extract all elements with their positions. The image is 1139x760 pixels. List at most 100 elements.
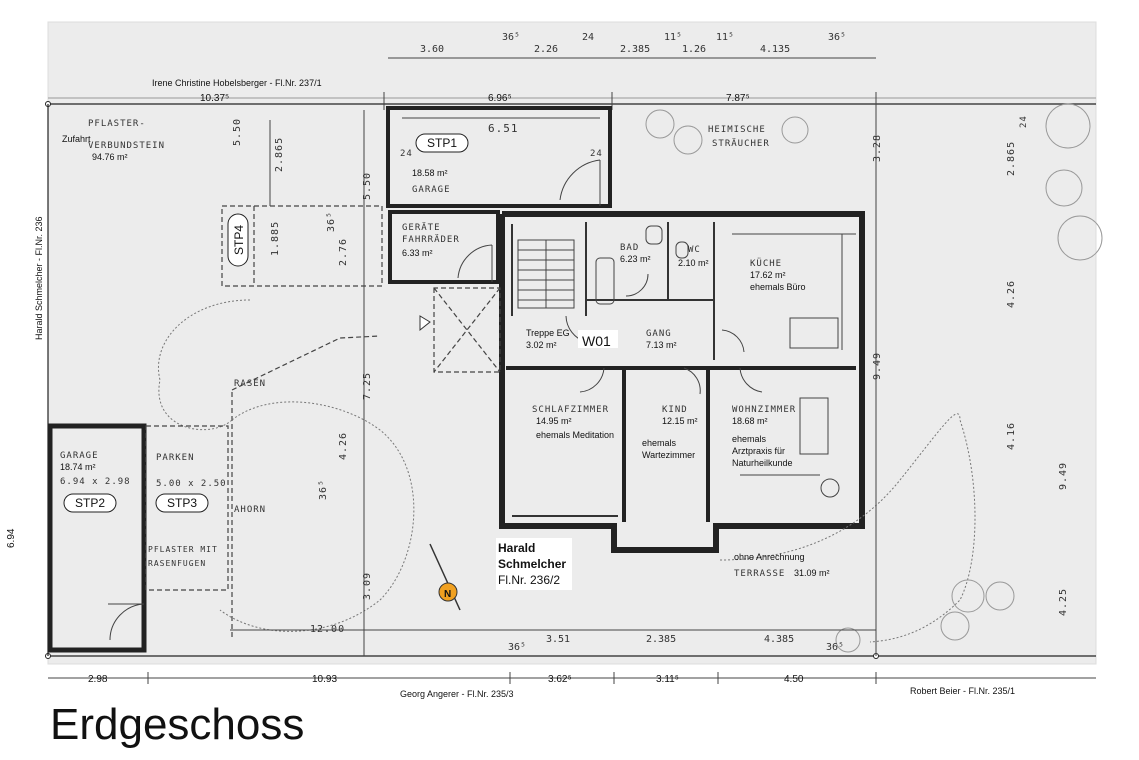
svg-text:BAD: BAD xyxy=(620,243,639,253)
svg-text:STRÄUCHER: STRÄUCHER xyxy=(712,138,770,149)
svg-text:7.25: 7.25 xyxy=(362,372,373,400)
terrasse-note: ohne Anrechnung xyxy=(734,552,805,562)
svg-text:2.385: 2.385 xyxy=(620,44,650,55)
w01-label: W01 xyxy=(582,333,611,349)
svg-text:24: 24 xyxy=(400,149,413,159)
dim-bottom-3: 3.62⁵ xyxy=(548,674,572,685)
parking-stp3: PARKEN 5.00 x 2.50 STP3 PFLASTER MIT RAS… xyxy=(145,425,229,591)
svg-text:WC: WC xyxy=(688,245,701,255)
page-title: Erdgeschoss xyxy=(50,700,305,749)
kind-area: 12.15 m² xyxy=(662,416,698,426)
svg-text:SCHLAFZIMMER: SCHLAFZIMMER xyxy=(532,405,609,415)
svg-text:FAHRRÄDER: FAHRRÄDER xyxy=(402,234,460,245)
stp3-label: STP3 xyxy=(167,496,197,510)
svg-text:GERÄTE: GERÄTE xyxy=(402,222,441,233)
svg-text:3.60: 3.60 xyxy=(420,44,444,55)
svg-text:24: 24 xyxy=(1019,115,1029,128)
dim-bottom-5: 4.50 xyxy=(784,674,804,685)
svg-text:PFLASTER-: PFLASTER- xyxy=(88,119,146,129)
wohnzimmer-note-2: Arztpraxis für xyxy=(732,446,785,456)
svg-text:36⁵: 36⁵ xyxy=(326,211,337,232)
zufahrt-area: 94.76 m² xyxy=(92,152,128,162)
svg-text:HEIMISCHE: HEIMISCHE xyxy=(708,125,766,135)
neighbor-bottom-right: Robert Beier - Fl.Nr. 235/1 xyxy=(910,686,1015,696)
svg-text:4.16: 4.16 xyxy=(1006,422,1017,450)
svg-text:4.25: 4.25 xyxy=(1058,588,1069,616)
svg-text:2.865: 2.865 xyxy=(1006,141,1017,176)
kueche-note: ehemals Büro xyxy=(750,282,806,292)
geraete-area: 6.33 m² xyxy=(402,248,433,258)
boundary-bottom xyxy=(45,653,1096,684)
svg-text:RASENFUGEN: RASENFUGEN xyxy=(148,559,206,568)
svg-text:5.00 x 2.50: 5.00 x 2.50 xyxy=(156,479,227,489)
stp4-label: STP4 xyxy=(232,225,246,255)
house-walls xyxy=(499,211,865,553)
scan-dims-bottom: 12.00 36⁵ 3.51 2.385 4.385 36⁵ xyxy=(230,624,876,653)
svg-text:GANG: GANG xyxy=(646,329,672,339)
treppe-area: 3.02 m² xyxy=(526,340,557,350)
garage-stp2: GARAGE 18.74 m² 6.94 x 2.98 STP2 xyxy=(47,423,147,653)
owner-line-2: Schmelcher xyxy=(498,557,566,571)
svg-text:4.135: 4.135 xyxy=(760,44,790,55)
terrasse-area: 31.09 m² xyxy=(794,568,830,578)
dim-bottom-2: 10.93 xyxy=(312,674,337,685)
svg-text:9.49: 9.49 xyxy=(1058,462,1069,490)
wc-area: 2.10 m² xyxy=(678,258,709,268)
kind-note-1: ehemals xyxy=(642,438,677,448)
svg-text:TERRASSE: TERRASSE xyxy=(734,569,785,579)
owner-line-3: Fl.Nr. 236/2 xyxy=(498,573,560,587)
svg-text:5.50: 5.50 xyxy=(232,118,243,146)
svg-text:36⁵: 36⁵ xyxy=(318,479,329,500)
kueche-area: 17.62 m² xyxy=(750,270,786,280)
svg-text:2.865: 2.865 xyxy=(274,137,285,172)
stp1-label: STP1 xyxy=(427,136,457,150)
dim-left: 6.94 xyxy=(6,528,17,548)
scan-dims-top: 3.60 36⁵ 2.26 24 2.385 11⁵ 1.26 11⁵ 4.13… xyxy=(388,32,876,59)
svg-text:2.76: 2.76 xyxy=(338,238,349,266)
svg-text:GARAGE: GARAGE xyxy=(60,451,99,461)
svg-text:4.26: 4.26 xyxy=(1006,280,1017,308)
garden-path xyxy=(231,335,381,391)
scan-dims-right: 3.28 9.49 4.26 4.16 9.49 4.25 2.865 24 xyxy=(872,110,1069,656)
svg-text:VERBUNDSTEIN: VERBUNDSTEIN xyxy=(88,141,165,151)
svg-text:3.28: 3.28 xyxy=(872,134,883,162)
svg-text:3.09: 3.09 xyxy=(362,572,373,600)
svg-text:PFLASTER MIT: PFLASTER MIT xyxy=(148,545,218,554)
svg-text:KIND: KIND xyxy=(662,405,688,415)
schlafzimmer-note: ehemals Meditation xyxy=(536,430,614,440)
owner-box xyxy=(496,538,572,590)
wohnzimmer-note-1: ehemals xyxy=(732,434,767,444)
bike-room: GERÄTE FAHRRÄDER 6.33 m² xyxy=(388,210,500,284)
dim-top-3: 7.87⁵ xyxy=(726,93,750,104)
svg-text:RASEN: RASEN xyxy=(234,379,266,389)
kind-note-2: Wartezimmer xyxy=(642,450,695,460)
svg-text:6.94 x 2.98: 6.94 x 2.98 xyxy=(60,477,131,487)
svg-text:AHORN: AHORN xyxy=(234,505,266,515)
wohnzimmer-area: 18.68 m² xyxy=(732,416,768,426)
neighbor-left: Harald Schmelcher - Fl.Nr. 236 xyxy=(34,216,44,340)
svg-text:2.26: 2.26 xyxy=(534,44,558,55)
svg-text:9.49: 9.49 xyxy=(872,352,883,380)
svg-text:4.26: 4.26 xyxy=(338,432,349,460)
svg-text:6.51: 6.51 xyxy=(488,122,519,135)
parking-stp4: STP4 1.885 2.76 36⁵ 5.50 2.865 xyxy=(221,118,383,287)
stp2-label: STP2 xyxy=(75,496,105,510)
wohnzimmer-note-3: Naturheilkunde xyxy=(732,458,793,468)
dim-top-2: 6.96⁵ xyxy=(488,93,512,104)
svg-text:N: N xyxy=(444,589,451,600)
svg-text:36⁵: 36⁵ xyxy=(508,642,526,653)
garage-stp1: 6.51 STP1 18.58 m² GARAGE 24 24 xyxy=(386,106,612,208)
svg-text:36⁵: 36⁵ xyxy=(826,642,844,653)
north-arrow-icon: N xyxy=(429,543,461,611)
zufahrt-label: Zufahrt xyxy=(62,134,91,144)
dim-top-1: 10.37⁵ xyxy=(200,93,229,104)
gang-area: 7.13 m² xyxy=(646,340,677,350)
svg-text:24: 24 xyxy=(582,32,594,43)
svg-text:PARKEN: PARKEN xyxy=(156,453,195,463)
schlafzimmer-area: 14.95 m² xyxy=(536,416,572,426)
svg-text:WOHNZIMMER: WOHNZIMMER xyxy=(732,405,796,415)
entrance-porch xyxy=(433,287,501,373)
neighbor-top: Irene Christine Hobelsberger - Fl.Nr. 23… xyxy=(152,78,322,88)
trees xyxy=(645,103,1103,653)
